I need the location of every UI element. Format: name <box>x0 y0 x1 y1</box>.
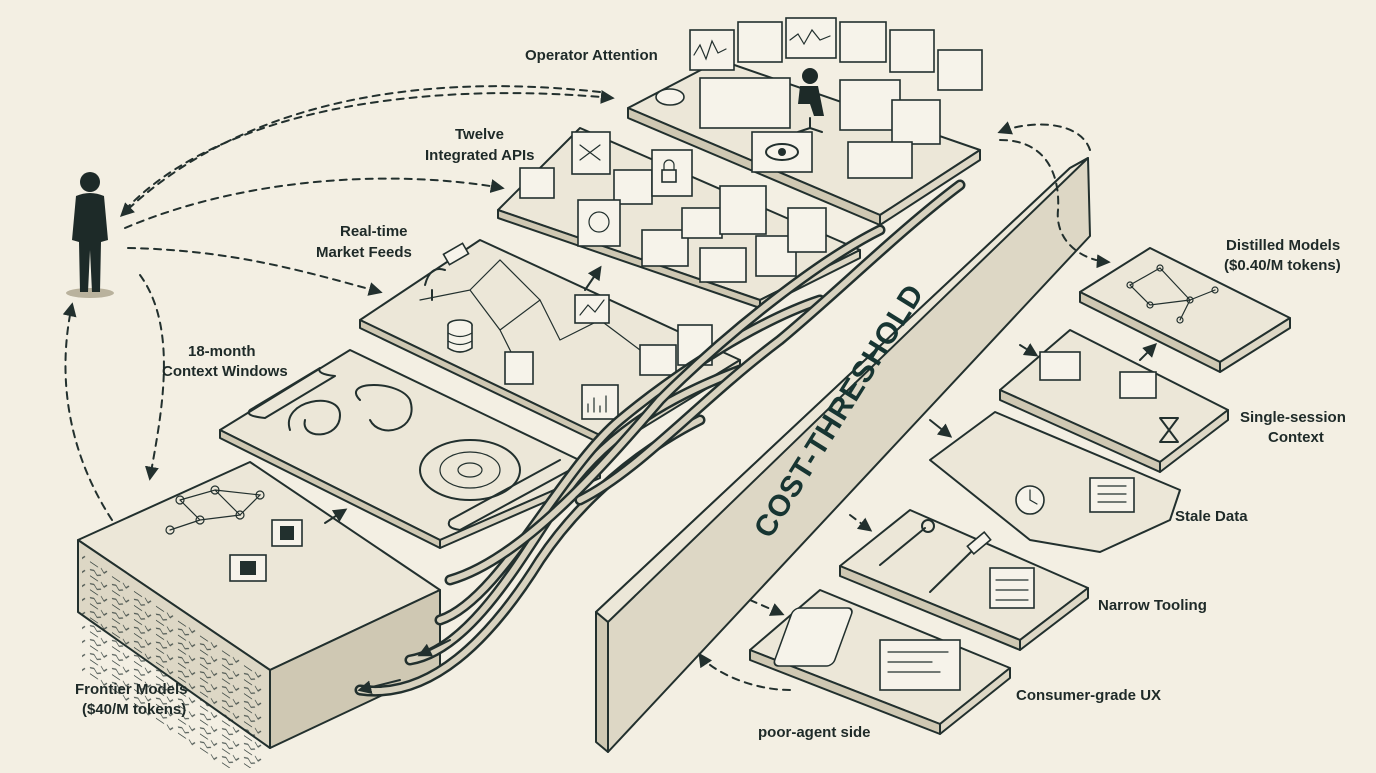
context-windows-label-line1: 18-month <box>188 343 256 360</box>
calculator-icon <box>1089 477 1135 513</box>
frontier-models-label-line2: ($40/M tokens) <box>82 701 186 718</box>
clock-icon <box>1015 485 1045 515</box>
pipes <box>354 179 966 697</box>
stale-data-tile <box>929 411 1181 553</box>
satellite-icon <box>424 242 470 301</box>
phone-icon <box>773 607 853 667</box>
twelve-apis-label-line2: Integrated APIs <box>425 147 534 164</box>
labels: Operator Attention Twelve Integrated API… <box>75 47 1346 741</box>
distilled-models-tile <box>1079 247 1291 373</box>
operator-attention-layer <box>627 17 983 226</box>
wrench-icon <box>879 519 935 566</box>
feedback-arrows <box>62 85 615 521</box>
operator-attention-label: Operator Attention <box>525 47 658 64</box>
narrow-tooling-tile <box>839 509 1089 651</box>
single-session-label-line2: Context <box>1268 429 1324 446</box>
chip-icon <box>229 519 303 582</box>
consumer-ux-label: Consumer-grade UX <box>1016 687 1161 704</box>
twelve-apis-label-line1: Twelve <box>455 126 504 143</box>
context-windows-label-line2: Context Windows <box>162 363 288 380</box>
distilled-models-label-line1: Distilled Models <box>1226 237 1340 254</box>
consumer-ux-tile <box>749 589 1011 735</box>
stale-data-label: Stale Data <box>1175 508 1248 525</box>
eye-icon <box>751 131 913 179</box>
single-session-context-tile <box>999 329 1229 473</box>
scroll-icon <box>247 367 571 531</box>
single-session-label-line1: Single-session <box>1240 409 1346 426</box>
distilled-models-label-line2: ($0.40/M tokens) <box>1224 257 1341 274</box>
database-icon <box>447 319 473 353</box>
integrated-apis-layer <box>497 127 861 309</box>
poor-side-arrows <box>698 121 1157 691</box>
hourglass-icon <box>1159 417 1179 443</box>
market-feeds-label-line2: Market Feeds <box>316 244 412 261</box>
frontier-models-label-line1: Frontier Models <box>75 681 188 698</box>
market-feeds-label-line1: Real-time <box>340 223 408 240</box>
narrow-tooling-label: Narrow Tooling <box>1098 597 1207 614</box>
frontier-models-block <box>77 461 441 773</box>
poor-agent-side-label: poor-agent side <box>758 724 871 741</box>
person-silhouette-icon <box>66 172 114 298</box>
hammer-icon <box>929 530 992 593</box>
operator-console-icon <box>689 17 983 145</box>
